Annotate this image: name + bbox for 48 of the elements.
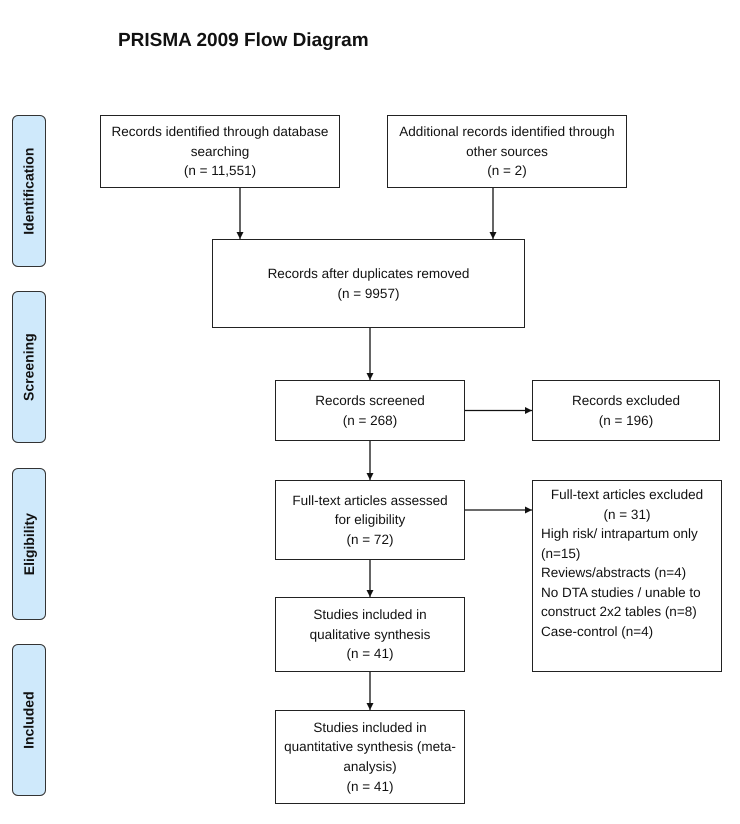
box-heading: Full-text articles assessed for eligibility — [291, 492, 449, 530]
stage-name: Screening — [20, 333, 38, 401]
process-box — [275, 380, 465, 441]
stage-label — [12, 644, 46, 796]
box-text: Case-control (n=4) — [541, 622, 654, 641]
process-box — [100, 115, 340, 188]
process-box — [532, 480, 722, 672]
box-heading: Records excluded — [572, 392, 680, 410]
arrow — [490, 188, 496, 239]
process-box — [275, 597, 465, 672]
diagram-title: PRISMA 2009 Flow Diagram — [118, 30, 369, 52]
arrow — [465, 407, 532, 414]
box-text: Reviews/abstracts (n=4) — [541, 564, 688, 582]
box-heading: Records identified through database searching — [110, 123, 330, 161]
stage-label — [12, 291, 46, 443]
box-text: High risk/ intrapartum only (n=15) — [541, 525, 699, 563]
box-text: (n = 41) — [346, 645, 394, 664]
arrow — [236, 188, 244, 239]
box-heading: Studies included in quantitative synthesis (meta-analysis) — [284, 718, 456, 776]
process-box — [275, 710, 465, 804]
process-box — [532, 380, 720, 441]
box-text: (n = 9957) — [338, 284, 400, 303]
box-heading: Records after duplicates removed — [268, 264, 470, 283]
box-text: (n = 196) — [598, 412, 654, 430]
box-text: (n = 41) — [346, 778, 394, 796]
stage-name: Identification — [20, 147, 38, 235]
box-heading: Records screened — [315, 392, 425, 410]
stage-label — [12, 468, 46, 620]
process-box — [387, 115, 627, 188]
process-box — [212, 239, 525, 328]
box-heading: Studies included in qualitative synthesis — [308, 606, 432, 644]
arrow — [366, 328, 374, 380]
arrow — [366, 672, 374, 710]
box-text: (n = 31) — [602, 506, 652, 524]
box-text: (n = 72) — [346, 530, 394, 549]
arrow — [465, 506, 532, 514]
process-box — [275, 480, 465, 560]
box-text: (n = 268) — [342, 412, 398, 430]
stage-label — [12, 115, 46, 267]
box-text: (n = 2) — [487, 162, 527, 180]
stage-name: Eligibility — [20, 512, 38, 576]
box-text: No DTA studies / unable to construct 2x2 tables (n=8) — [541, 584, 702, 622]
box-heading: Additional records identified through other sources — [398, 123, 616, 161]
stage-name: Included — [20, 691, 38, 749]
arrow — [366, 441, 374, 480]
arrow — [366, 560, 374, 597]
box-heading: Full-text articles excluded — [550, 486, 704, 504]
box-text: (n = 11,551) — [184, 162, 256, 180]
